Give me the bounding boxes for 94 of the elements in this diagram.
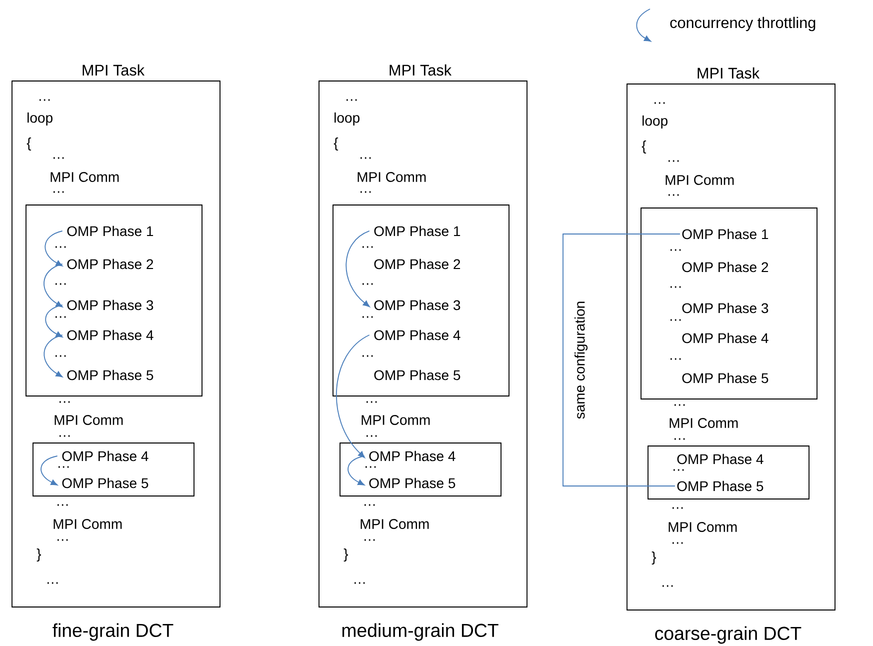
code-line: … <box>362 246 373 248</box>
phase-label: OMP Phase 5 <box>369 478 456 488</box>
phase-label: OMP Phase 4 <box>682 332 768 344</box>
code-line: … <box>366 466 376 468</box>
code-line: … <box>668 194 679 196</box>
box-heading: MPI Task <box>82 64 145 76</box>
code-line: … <box>48 582 58 584</box>
panel-label: fine-grain DCT <box>52 623 174 641</box>
phase-label: OMP Phase 5 <box>677 480 764 492</box>
code-line: … <box>670 249 681 251</box>
code-line: { <box>26 137 32 151</box>
phase-label: OMP Phase 3 <box>374 300 460 310</box>
arrow <box>346 230 370 308</box>
code-line: … <box>670 319 681 321</box>
arrow <box>44 264 63 308</box>
code-line: } <box>344 548 348 562</box>
phase-label: OMP Phase 4 <box>374 330 460 340</box>
code-line: … <box>58 539 68 541</box>
panel-label: medium-grain DCT <box>342 623 498 641</box>
phase-label: OMP Phase 4 <box>67 330 154 340</box>
code-line: MPI Comm <box>358 172 426 182</box>
arrow <box>40 456 58 486</box>
code-line: … <box>672 507 683 509</box>
code-line: MPI Comm <box>362 415 430 425</box>
phase-label: OMP Phase 4 <box>62 450 148 462</box>
arrow <box>44 334 63 378</box>
code-line: … <box>674 469 684 471</box>
edge-label: same configuration <box>573 300 589 420</box>
code-line: … <box>668 160 679 162</box>
phase-label: OMP Phase 4 <box>369 450 456 462</box>
code-line: { <box>334 137 338 151</box>
code-line: MPI Comm <box>670 418 738 428</box>
phase-label: OMP Phase 4 <box>677 454 764 464</box>
code-line: MPI Comm <box>666 175 734 185</box>
code-line: loop <box>334 112 360 126</box>
code-line: … <box>362 316 373 318</box>
phase-label: OMP Phase 3 <box>682 302 768 314</box>
code-line: … <box>56 246 66 248</box>
code-line: … <box>56 355 66 357</box>
arrow <box>44 230 63 266</box>
phase-label: OMP Phase 5 <box>682 372 768 384</box>
code-line: … <box>56 316 66 318</box>
phase-label: OMP Phase 5 <box>374 370 460 380</box>
phase-label: OMP Phase 5 <box>67 370 154 380</box>
code-line: loop <box>642 115 668 129</box>
panel-label: coarse-grain DCT <box>655 626 802 644</box>
code-line: MPI Comm <box>50 172 119 182</box>
code-line: … <box>362 355 373 357</box>
phase-label: OMP Phase 2 <box>682 262 768 272</box>
code-line: … <box>56 283 66 285</box>
code-line: MPI Comm <box>668 522 737 532</box>
code-line: … <box>40 99 50 101</box>
code-line: … <box>362 283 373 285</box>
code-line: MPI Comm <box>54 519 122 529</box>
code-line: … <box>54 157 64 159</box>
code-line: … <box>58 504 68 506</box>
code-line: … <box>354 582 365 584</box>
legend-entry: concurrency throttling <box>636 8 816 42</box>
code-line: } <box>652 551 656 565</box>
code-line: MPI Comm <box>54 415 123 425</box>
arrow <box>45 304 63 338</box>
code-line: … <box>662 585 673 587</box>
box-heading: MPI Task <box>390 64 452 76</box>
code-line: MPI Comm <box>360 519 429 529</box>
code-line: … <box>364 504 375 506</box>
code-line: … <box>58 466 69 468</box>
code-line: … <box>672 542 683 544</box>
code-line: … <box>670 286 681 288</box>
phase-label: OMP Phase 1 <box>374 226 460 236</box>
phase-label: OMP Phase 1 <box>67 226 154 236</box>
box-heading: MPI Task <box>698 67 760 79</box>
code-line: … <box>670 358 681 360</box>
phase-label: OMP Phase 2 <box>374 258 460 270</box>
code-line: … <box>360 157 371 159</box>
code-line: { <box>642 140 646 154</box>
phase-label: OMP Phase 2 <box>67 258 154 270</box>
code-line: … <box>60 401 70 403</box>
arrow <box>336 334 370 458</box>
code-line: … <box>674 404 685 406</box>
code-line: … <box>54 191 64 193</box>
code-line: … <box>346 99 357 101</box>
code-line: } <box>36 548 42 562</box>
code-line: … <box>366 435 377 437</box>
code-line: … <box>364 539 375 541</box>
arrow <box>348 456 365 486</box>
phase-label: OMP Phase 5 <box>62 478 148 488</box>
code-line: loop <box>28 112 52 126</box>
code-line: … <box>654 102 665 104</box>
phase-label: OMP Phase 3 <box>67 300 154 310</box>
code-line: … <box>674 438 685 440</box>
code-line: … <box>366 401 377 403</box>
code-line: … <box>360 191 371 193</box>
phase-label: OMP Phase 1 <box>682 228 768 240</box>
code-line: … <box>60 435 70 437</box>
